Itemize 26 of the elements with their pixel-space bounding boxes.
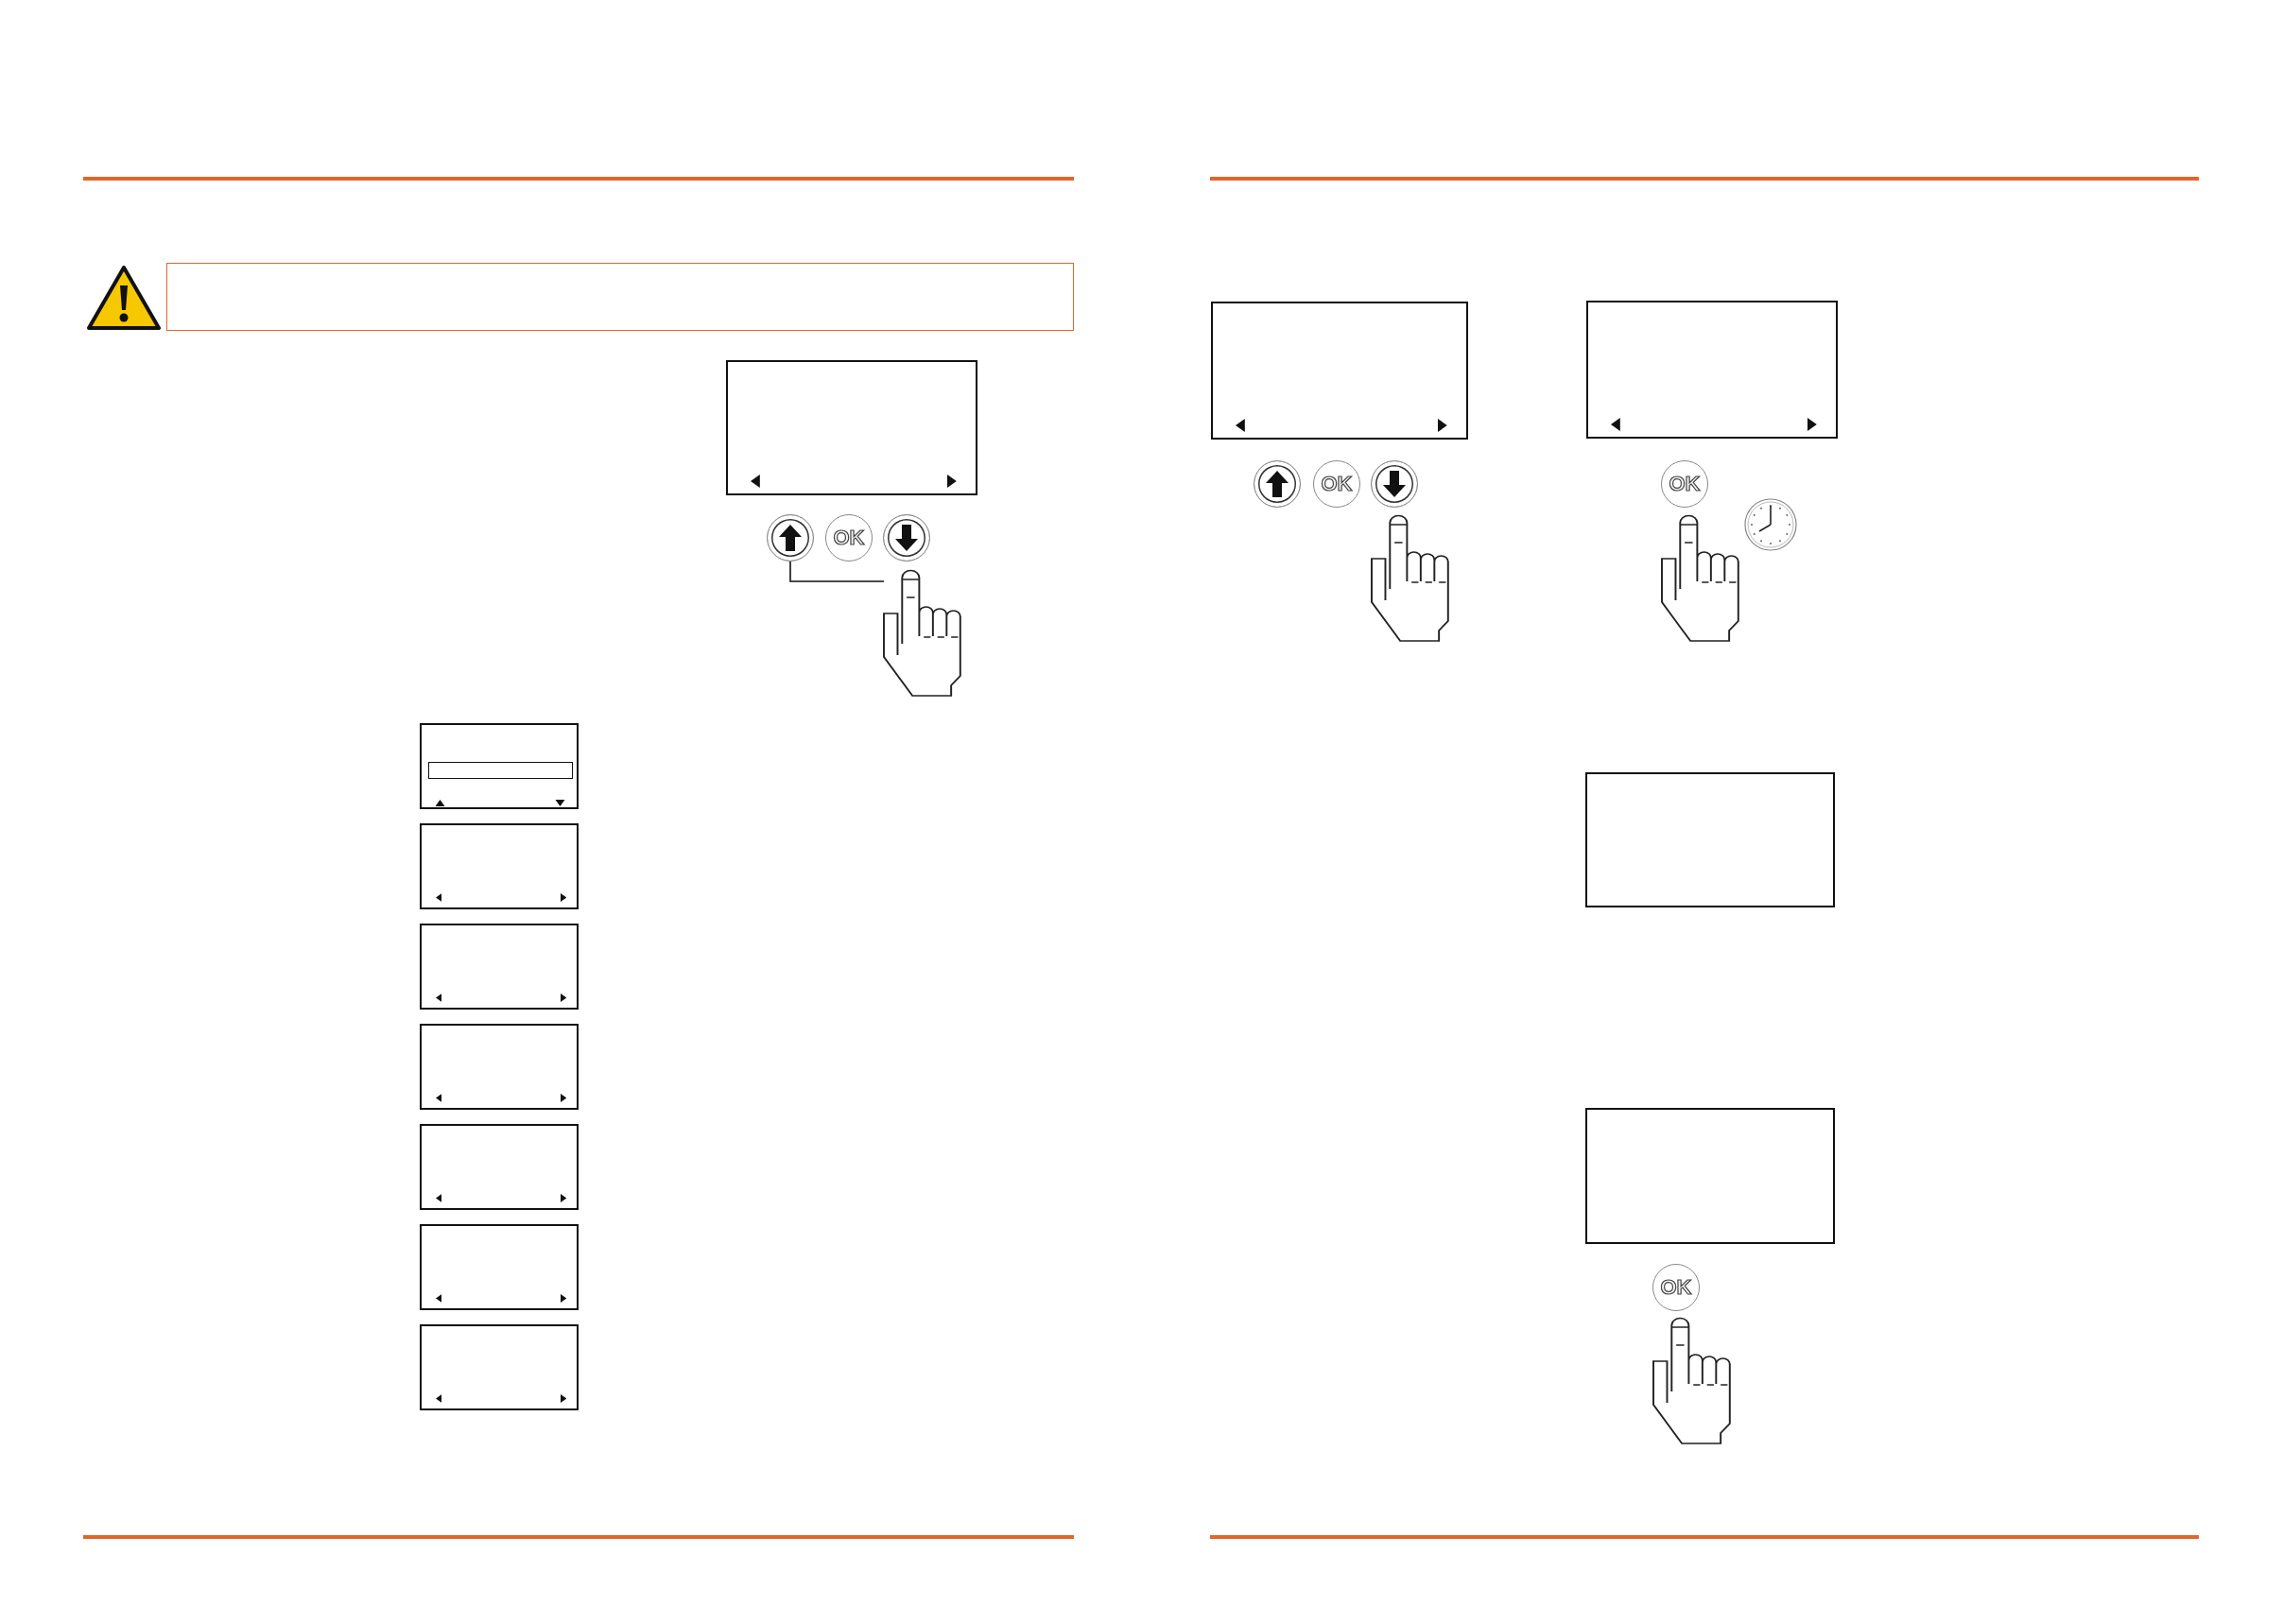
up-button: [1254, 460, 1301, 508]
down-button: [1371, 460, 1418, 508]
display-screen: [420, 723, 579, 809]
display-screen: [420, 1124, 579, 1210]
warning-box: [166, 263, 1074, 331]
connector-line: [789, 561, 885, 582]
display-screen: [1585, 772, 1835, 907]
up-button: [767, 514, 814, 561]
ok-button: OK: [1661, 460, 1708, 508]
display-screen: [420, 1224, 579, 1310]
display-screen: [726, 360, 977, 495]
pointing-hand-drawing: [1662, 515, 1739, 641]
ok-button: OK: [1313, 460, 1360, 508]
display-screen: [420, 1324, 579, 1410]
display-screen: [1211, 302, 1468, 440]
pointing-hand-drawing: [1372, 515, 1449, 641]
display-screen: [420, 924, 579, 1010]
ok-button: OK: [825, 514, 873, 561]
pointing-hand-drawing: [1653, 1318, 1731, 1443]
ok-button: OK: [1652, 1264, 1700, 1311]
display-screen: [420, 823, 579, 909]
display-screen: [1585, 1108, 1835, 1244]
display-screen: [1586, 301, 1838, 439]
down-button: [883, 514, 930, 561]
display-screen: [420, 1024, 579, 1110]
pointing-hand-drawing: [884, 570, 961, 696]
